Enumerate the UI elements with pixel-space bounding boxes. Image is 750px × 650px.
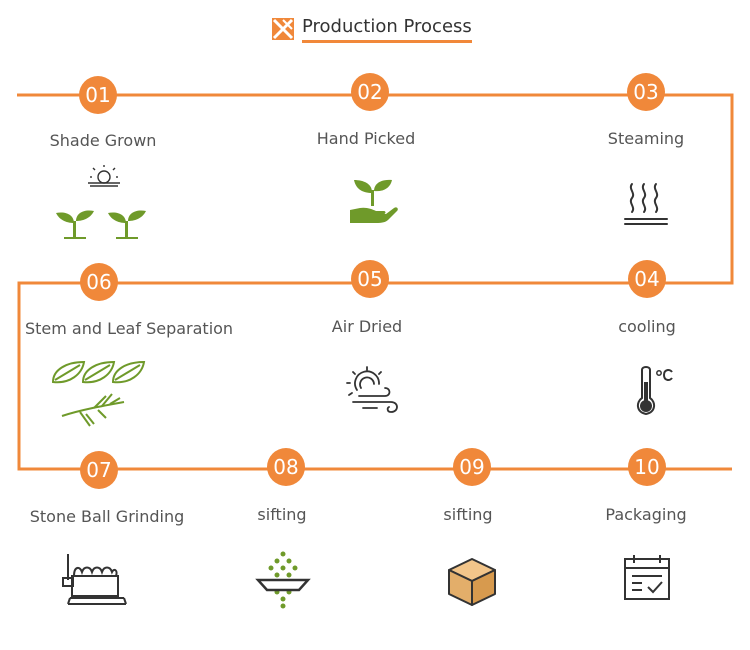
step-07-label: Stone Ball Grinding xyxy=(29,507,185,526)
step-10-badge: 10 xyxy=(628,448,666,486)
sun-and-wind-icon xyxy=(346,366,398,413)
step-04-badge: 04 xyxy=(628,260,666,298)
thermometer-celsius-icon xyxy=(636,366,673,416)
step-05-badge: 05 xyxy=(351,260,389,298)
step-02-label: Hand Picked xyxy=(316,129,416,148)
orange-x-logo-icon xyxy=(272,18,294,40)
sieve-bowl-icon xyxy=(255,551,311,609)
step-10-label: Packaging xyxy=(605,505,687,524)
step-06-label: Stem and Leaf Separation xyxy=(24,319,234,338)
step-08-label: sifting xyxy=(257,505,307,524)
step-05-label: Air Dried xyxy=(331,317,403,336)
step-09-label: sifting xyxy=(443,505,493,524)
step-08-badge: 08 xyxy=(267,448,305,486)
step-06-badge: 06 xyxy=(80,263,118,301)
box-icon xyxy=(448,558,496,606)
step-02-badge: 02 xyxy=(351,73,389,111)
grinding-machine-icon xyxy=(62,554,127,605)
step-01-badge: 01 xyxy=(79,76,117,114)
sun-and-seedlings-icon xyxy=(56,165,146,239)
leaves-and-stem-icon xyxy=(51,360,146,427)
hand-holding-sprout-icon xyxy=(350,179,398,223)
step-04-label: cooling xyxy=(618,317,676,336)
page-title: Production Process xyxy=(272,14,472,44)
step-03-badge: 03 xyxy=(627,73,665,111)
step-09-badge: 09 xyxy=(453,448,491,486)
checklist-calendar-icon xyxy=(624,555,670,600)
step-07-badge: 07 xyxy=(80,451,118,489)
step-03-label: Steaming xyxy=(607,129,685,148)
page-title-text: Production Process xyxy=(302,16,472,43)
step-01-label: Shade Grown xyxy=(49,131,157,150)
steam-icon xyxy=(624,183,668,225)
